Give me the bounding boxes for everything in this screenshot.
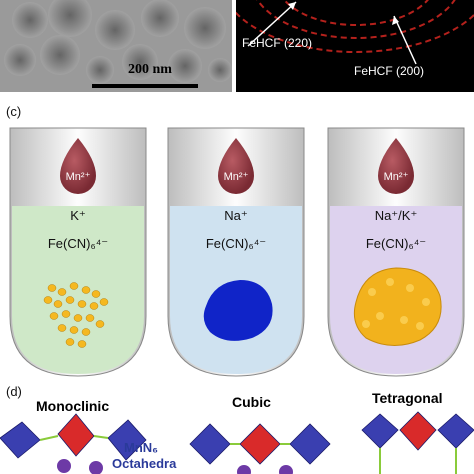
panel-c-label: (c) bbox=[6, 104, 22, 119]
tube-1-cation: K⁺ bbox=[70, 208, 86, 223]
tube-1-anion: Fe(CN)₆⁴⁻ bbox=[47, 236, 109, 251]
tem-image: 200 nm bbox=[0, 0, 232, 92]
ring-label-200: FeHCF (200) bbox=[354, 64, 425, 78]
tube-1-drop-label: Mn²⁺ bbox=[65, 171, 91, 183]
tube-2-anion: Fe(CN)₆⁴⁻ bbox=[205, 236, 267, 251]
tube-3 bbox=[327, 127, 465, 377]
scale-bar-label: 200 nm bbox=[128, 62, 172, 77]
mnn6-label: MnN₆ bbox=[124, 440, 159, 455]
tube-2 bbox=[167, 127, 305, 377]
saed-rings bbox=[236, 0, 474, 65]
scale-bar bbox=[92, 84, 198, 88]
monoclinic-label: Monoclinic bbox=[36, 398, 110, 414]
saed-pattern: FeHCF (220) FeHCF (200) bbox=[236, 0, 474, 92]
tube-1 bbox=[9, 127, 147, 377]
tube-3-anion: Fe(CN)₆⁴⁻ bbox=[365, 236, 427, 251]
ring-label-220: FeHCF (220) bbox=[242, 36, 313, 50]
tube-3-cation: Na⁺/K⁺ bbox=[374, 208, 418, 223]
cubic-label: Cubic bbox=[232, 394, 271, 410]
test-tubes-illustration bbox=[9, 127, 465, 377]
tetragonal-label: Tetragonal bbox=[372, 390, 443, 406]
tube-2-cation: Na⁺ bbox=[224, 208, 248, 223]
panel-d-label: (d) bbox=[6, 384, 22, 399]
tem-texture bbox=[0, 0, 232, 92]
octahedra-label: Octahedra bbox=[112, 456, 177, 471]
tube-3-drop-label: Mn²⁺ bbox=[383, 171, 409, 183]
crystal-structures bbox=[0, 411, 474, 474]
tube-2-drop-label: Mn²⁺ bbox=[223, 171, 249, 183]
